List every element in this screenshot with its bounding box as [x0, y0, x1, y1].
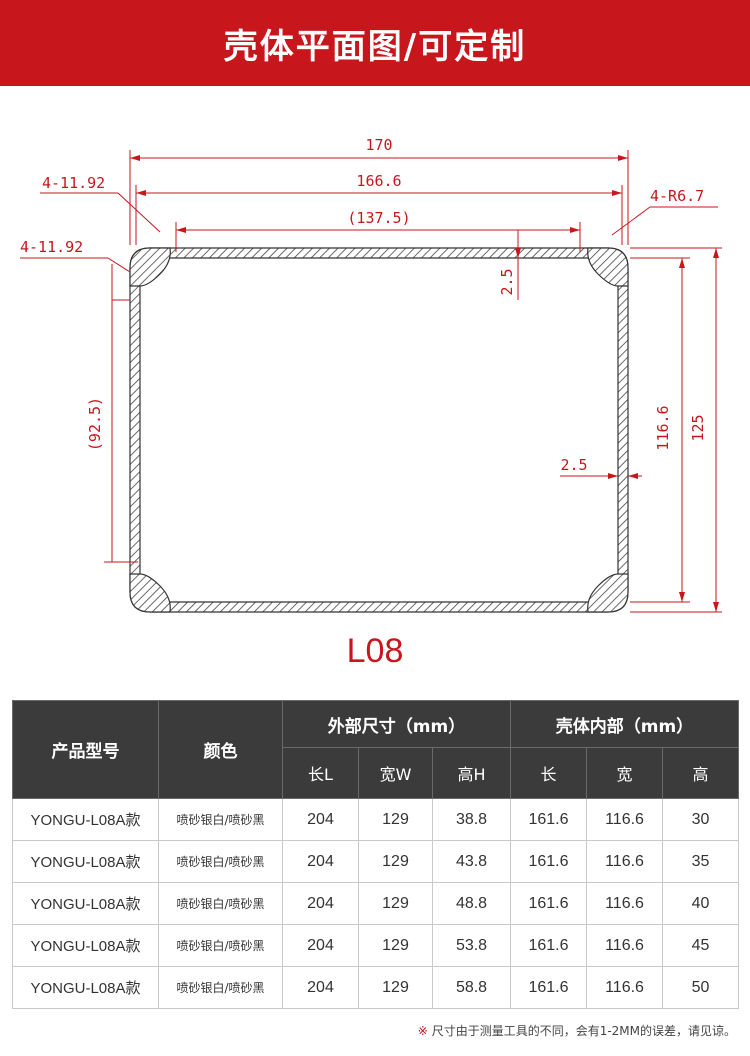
- cell-inner-width: 116.6: [586, 966, 664, 1009]
- cell-height: 53.8: [431, 924, 512, 967]
- page-title: 壳体平面图/可定制: [223, 26, 527, 67]
- cell-width: 129: [358, 924, 433, 967]
- header-inner-length: 长: [510, 747, 588, 799]
- header-color: 颜色: [158, 700, 283, 799]
- header-inner-height: 高: [662, 747, 740, 799]
- cell-inner-width: 116.6: [586, 924, 664, 967]
- table-row: YONGU-L08A款 喷砂银白/喷砂黑 204 129 43.8 161.6 …: [12, 840, 740, 883]
- dimension-lines: [20, 150, 722, 613]
- footnote-text: 尺寸由于测量工具的不同，会有1-2MM的误差，请见谅。: [431, 1024, 736, 1038]
- cell-inner-height: 30: [662, 798, 740, 841]
- header-product: 产品型号: [12, 700, 159, 799]
- cell-width: 129: [358, 840, 433, 883]
- dim-inner-height: 116.6: [654, 405, 672, 450]
- dim-inner-width: 166.6: [356, 172, 401, 190]
- cell-width: 129: [358, 798, 433, 841]
- cell-height: 48.8: [431, 882, 512, 925]
- cell-color: 喷砂银白/喷砂黑: [158, 966, 283, 1009]
- cell-inner-height: 45: [662, 924, 740, 967]
- cell-inner-length: 161.6: [510, 966, 588, 1009]
- cell-length: 204: [282, 882, 359, 925]
- cell-length: 204: [282, 924, 359, 967]
- cell-inner-length: 161.6: [510, 882, 588, 925]
- cell-model: YONGU-L08A款: [12, 798, 159, 841]
- dim-inner-span: (137.5): [347, 209, 410, 227]
- header-length: 长L: [282, 747, 359, 799]
- table-row: YONGU-L08A款 喷砂银白/喷砂黑 204 129 53.8 161.6 …: [12, 924, 740, 967]
- spec-table: 产品型号 颜色 外部尺寸（mm） 壳体内部（mm） 长L 宽W 高H 长 宽 高…: [12, 700, 740, 1009]
- cell-color: 喷砂银白/喷砂黑: [158, 882, 283, 925]
- model-label: L08: [346, 632, 404, 670]
- dimension-arrows: [130, 155, 719, 612]
- dim-corner-left-top: 4-11.92: [42, 174, 105, 192]
- cell-color: 喷砂银白/喷砂黑: [158, 924, 283, 967]
- cell-length: 204: [282, 966, 359, 1009]
- cell-height: 38.8: [431, 798, 512, 841]
- table-row: YONGU-L08A款 喷砂银白/喷砂黑 204 129 38.8 161.6 …: [12, 798, 740, 841]
- header-height: 高H: [431, 747, 512, 799]
- cell-length: 204: [282, 840, 359, 883]
- cell-inner-width: 116.6: [586, 798, 664, 841]
- cell-color: 喷砂银白/喷砂黑: [158, 840, 283, 883]
- table-row: YONGU-L08A款 喷砂银白/喷砂黑 204 129 58.8 161.6 …: [12, 966, 740, 1009]
- cell-height: 58.8: [431, 966, 512, 1009]
- header-inner-width: 宽: [586, 747, 664, 799]
- header-inner-size: 壳体内部（mm）: [510, 700, 740, 748]
- cell-color: 喷砂银白/喷砂黑: [158, 798, 283, 841]
- page-header: 壳体平面图/可定制: [0, 0, 750, 86]
- dim-outer-height: 125: [689, 414, 707, 441]
- dim-wall-top: 2.5: [498, 268, 516, 295]
- dim-left-height: (92.5): [86, 397, 104, 451]
- dim-corner-left-side: 4-11.92: [20, 238, 83, 256]
- footnote-mark-icon: ※: [417, 1024, 428, 1038]
- cell-inner-width: 116.6: [586, 882, 664, 925]
- cell-inner-height: 35: [662, 840, 740, 883]
- cell-model: YONGU-L08A款: [12, 840, 159, 883]
- cell-inner-length: 161.6: [510, 798, 588, 841]
- corner-bosses: [129, 247, 629, 613]
- enclosure-plan-drawing: 170 166.6 (137.5) 4-11.92 4-11.92 4-R6.7…: [20, 136, 722, 613]
- header-width: 宽W: [358, 747, 433, 799]
- dim-corner-radius: 4-R6.7: [650, 187, 704, 205]
- cell-height: 43.8: [431, 840, 512, 883]
- cell-inner-length: 161.6: [510, 840, 588, 883]
- header-outer-size: 外部尺寸（mm）: [281, 700, 512, 748]
- cell-inner-height: 50: [662, 966, 740, 1009]
- table-row: YONGU-L08A款 喷砂银白/喷砂黑 204 129 48.8 161.6 …: [12, 882, 740, 925]
- cell-model: YONGU-L08A款: [12, 882, 159, 925]
- dim-outer-width: 170: [365, 136, 392, 154]
- cell-width: 129: [358, 966, 433, 1009]
- enclosure-wall: [129, 247, 629, 613]
- cell-inner-height: 40: [662, 882, 740, 925]
- cell-inner-width: 116.6: [586, 840, 664, 883]
- footnote: ※ 尺寸由于测量工具的不同，会有1-2MM的误差，请见谅。: [418, 1022, 736, 1039]
- cell-model: YONGU-L08A款: [12, 966, 159, 1009]
- cell-model: YONGU-L08A款: [12, 924, 159, 967]
- dim-wall-right: 2.5: [560, 456, 587, 474]
- cell-width: 129: [358, 882, 433, 925]
- cell-inner-length: 161.6: [510, 924, 588, 967]
- cell-length: 204: [282, 798, 359, 841]
